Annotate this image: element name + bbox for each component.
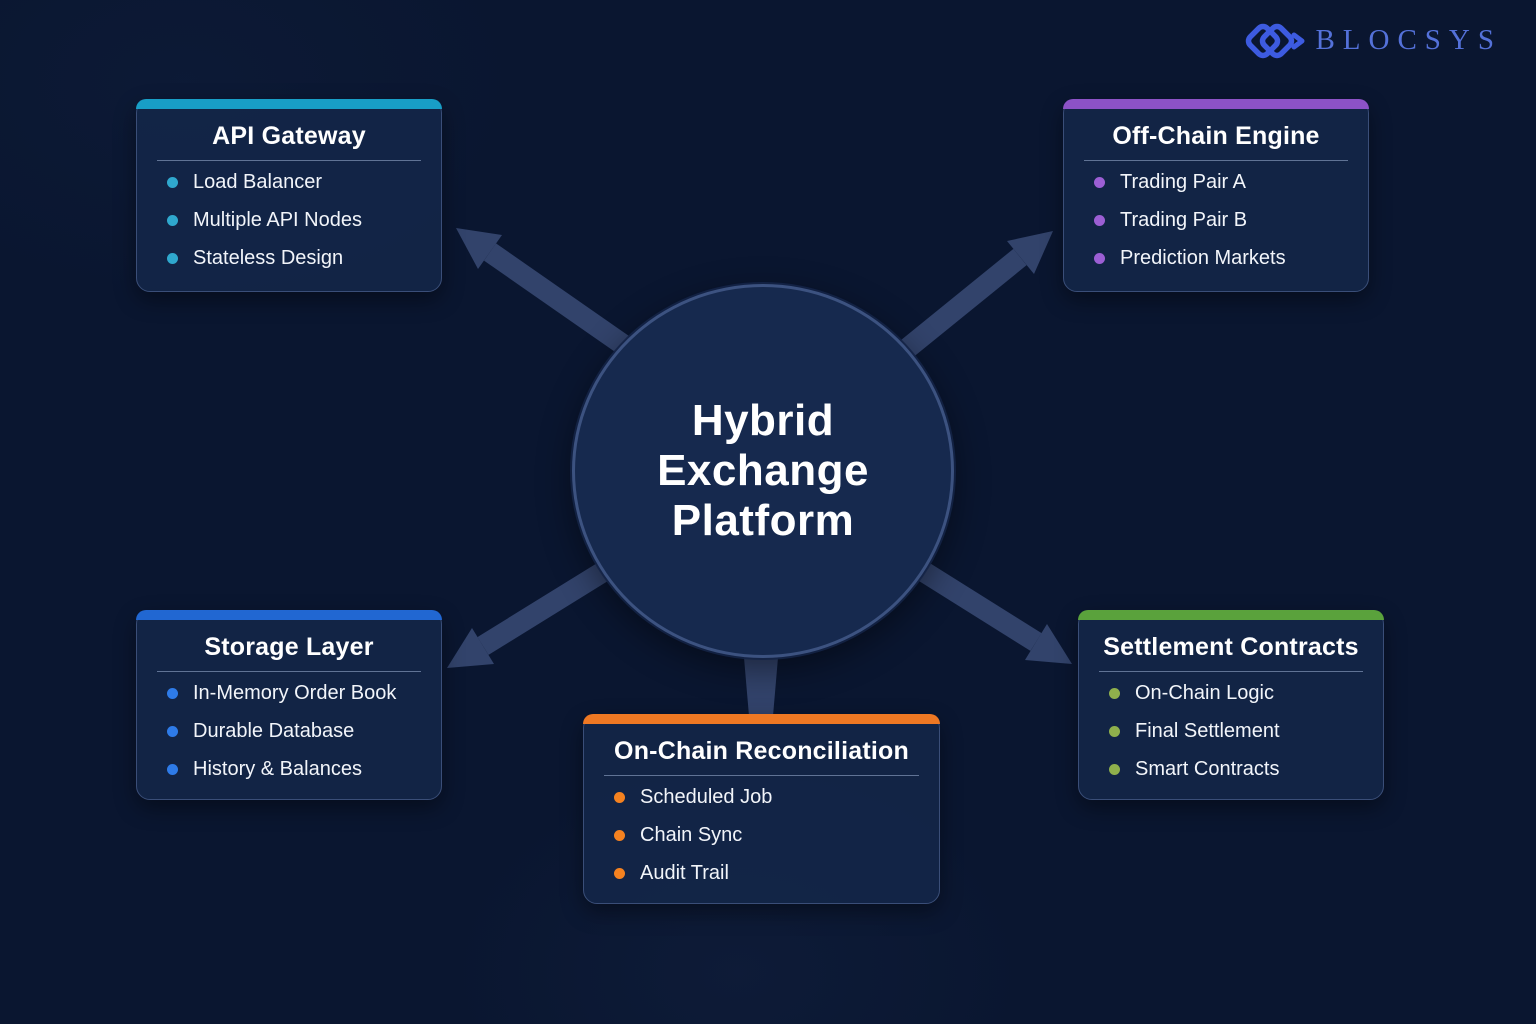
list-item-label: Chain Sync <box>640 824 743 846</box>
card-storage-layer: Storage Layer In-Memory Order Book Durab… <box>136 610 442 800</box>
list-item: On-Chain Logic <box>1109 682 1373 705</box>
card-item-list: On-Chain Logic Final Settlement Smart Co… <box>1079 682 1383 781</box>
card-accent-bar <box>1078 610 1384 620</box>
list-item: Load Balancer <box>167 171 431 194</box>
bullet-dot <box>1109 688 1120 699</box>
bullet-dot <box>1109 726 1120 737</box>
bullet-dot <box>167 764 178 775</box>
list-item: Scheduled Job <box>614 786 929 809</box>
card-accent-bar <box>1063 99 1369 109</box>
bullet-dot <box>167 215 178 226</box>
card-title: On-Chain Reconciliation <box>614 737 909 765</box>
list-item: Durable Database <box>167 720 431 743</box>
brand-wordmark: BLOCSYS <box>1315 23 1502 56</box>
card-title: Storage Layer <box>204 633 374 661</box>
list-item-label: Scheduled Job <box>640 786 773 808</box>
bullet-dot <box>1094 215 1105 226</box>
card-item-list: Trading Pair A Trading Pair B Prediction… <box>1064 171 1368 270</box>
bullet-dot <box>167 688 178 699</box>
list-item-label: Durable Database <box>193 720 355 742</box>
card-divider <box>604 775 919 776</box>
hub-title-line: Platform <box>671 496 855 546</box>
card-item-list: Load Balancer Multiple API Nodes Statele… <box>137 171 441 270</box>
card-title: Settlement Contracts <box>1103 633 1359 661</box>
list-item-label: Load Balancer <box>193 171 322 193</box>
card-divider <box>157 160 421 161</box>
bullet-dot <box>167 253 178 264</box>
card-divider <box>1084 160 1348 161</box>
list-item-label: In-Memory Order Book <box>193 682 397 704</box>
list-item: Smart Contracts <box>1109 758 1373 781</box>
list-item-label: History & Balances <box>193 758 362 780</box>
card-item-list: Scheduled Job Chain Sync Audit Trail <box>584 786 939 885</box>
list-item: Final Settlement <box>1109 720 1373 743</box>
bullet-dot <box>1109 764 1120 775</box>
list-item: Prediction Markets <box>1094 247 1358 270</box>
card-settlement-contracts: Settlement Contracts On-Chain Logic Fina… <box>1078 610 1384 800</box>
card-api-gateway: API Gateway Load Balancer Multiple API N… <box>136 99 442 292</box>
list-item: Multiple API Nodes <box>167 209 431 232</box>
card-on-chain-reconciliation: On-Chain Reconciliation Scheduled Job Ch… <box>583 714 940 904</box>
card-accent-bar <box>583 714 940 724</box>
card-item-list: In-Memory Order Book Durable Database Hi… <box>137 682 441 781</box>
list-item: History & Balances <box>167 758 431 781</box>
card-divider <box>157 671 421 672</box>
bullet-dot <box>1094 177 1105 188</box>
list-item-label: Audit Trail <box>640 862 729 884</box>
bullet-dot <box>167 726 178 737</box>
card-accent-bar <box>136 99 442 109</box>
central-hub-circle: Hybrid Exchange Platform <box>572 284 954 658</box>
card-title: API Gateway <box>212 122 366 150</box>
list-item: In-Memory Order Book <box>167 682 431 705</box>
list-item-label: Stateless Design <box>193 247 344 269</box>
card-accent-bar <box>136 610 442 620</box>
list-item: Audit Trail <box>614 862 929 885</box>
hub-title-line: Exchange <box>657 445 869 495</box>
bullet-dot <box>167 177 178 188</box>
list-item-label: Prediction Markets <box>1120 247 1286 269</box>
list-item: Trading Pair A <box>1094 171 1358 194</box>
interlocked-diamonds-icon <box>1246 23 1305 59</box>
list-item-label: On-Chain Logic <box>1135 682 1274 704</box>
card-off-chain-engine: Off-Chain Engine Trading Pair A Trading … <box>1063 99 1369 292</box>
bullet-dot <box>1094 253 1105 264</box>
list-item: Chain Sync <box>614 824 929 847</box>
list-item-label: Smart Contracts <box>1135 758 1280 780</box>
brand-logo: BLOCSYS <box>1241 16 1502 66</box>
list-item-label: Multiple API Nodes <box>193 209 362 231</box>
list-item-label: Trading Pair B <box>1120 209 1248 231</box>
bullet-dot <box>614 792 625 803</box>
bullet-dot <box>614 830 625 841</box>
card-divider <box>1099 671 1363 672</box>
list-item: Trading Pair B <box>1094 209 1358 232</box>
list-item-label: Final Settlement <box>1135 720 1280 742</box>
hub-title-line: Hybrid <box>691 395 835 445</box>
bullet-dot <box>614 868 625 879</box>
list-item-label: Trading Pair A <box>1120 171 1246 193</box>
card-title: Off-Chain Engine <box>1112 122 1320 150</box>
list-item: Stateless Design <box>167 247 431 270</box>
